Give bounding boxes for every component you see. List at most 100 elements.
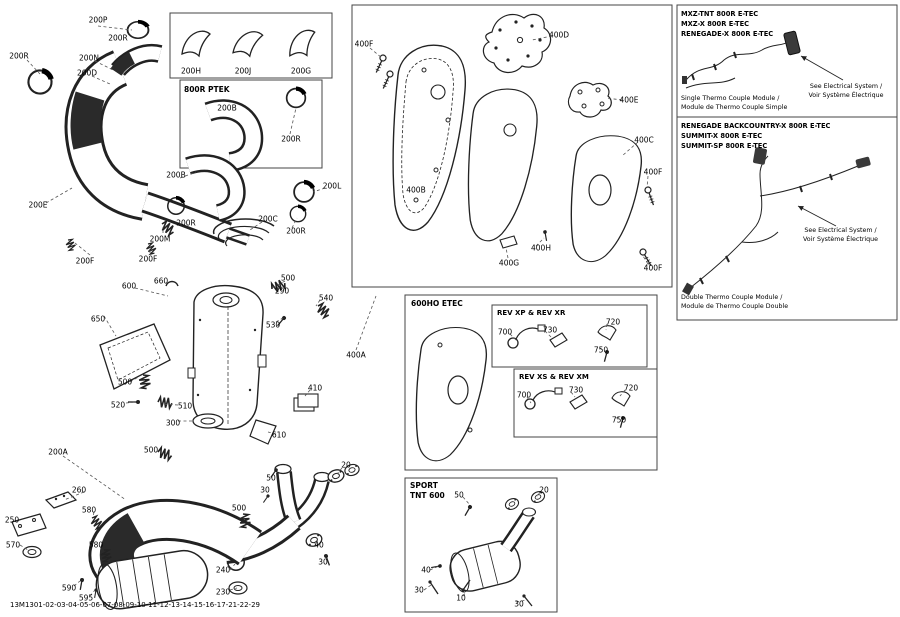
part-ref-label: 600	[121, 281, 137, 291]
part-ref-label: 400A	[346, 350, 366, 360]
part-ref-label: 250	[4, 515, 20, 525]
single-module-model-list: MXZ-TNT 800R E-TEC MXZ-X 800R E-TEC RENE…	[681, 9, 773, 39]
part-ref-label: 200R	[108, 33, 128, 43]
part-ref-label: 700	[497, 327, 513, 337]
part-ref-label: 30	[318, 557, 328, 567]
part-ref-label: 660	[153, 276, 169, 286]
part-ref-label: 570	[5, 540, 21, 550]
section-frames	[169, 4, 898, 613]
part-ref-label: 200P	[88, 15, 108, 25]
part-ref-label: 400F	[354, 39, 374, 49]
part-ref-label: 500	[117, 377, 133, 387]
part-ref-label: 200L	[322, 181, 342, 191]
sport-title-line2: TNT 600	[410, 491, 445, 500]
sport-title-line1: SPORT	[410, 481, 438, 490]
part-ref-label: 200B	[166, 170, 186, 180]
part-ref-label: 200G	[290, 66, 312, 76]
part-ref-label: 200N	[79, 53, 99, 63]
bracket-wedges	[181, 28, 319, 59]
model-name: SUMMIT-SP 800R E-TEC	[681, 142, 768, 150]
part-ref-label: 650	[90, 314, 106, 324]
note-line1: See Electrical System /	[809, 83, 883, 90]
part-ref-label: 750	[611, 415, 627, 425]
part-ref-label: 200R	[281, 134, 301, 144]
part-ref-label: 500	[280, 273, 296, 283]
model-name: MXZ-TNT 800R E-TEC	[681, 10, 759, 18]
model-name: RENEGADE BACKCOUNTRY-X 800R E-TEC	[681, 122, 831, 130]
part-ref-label: 200F	[138, 254, 158, 264]
part-ref-label: 200R	[9, 51, 29, 61]
sport-muffler	[428, 488, 547, 607]
part-ref-label: 400F	[643, 167, 663, 177]
drawing-number: 13M1301-02-03-04-05-06-07-08-09-10-11-12…	[10, 601, 260, 609]
rev-xp-xr-section-title: REV XP & REV XR	[497, 309, 566, 317]
double-module-caption: Double Thermo Couple Module / Module de …	[681, 293, 788, 311]
tuned-pipe-drawing	[64, 44, 250, 246]
part-ref-label: 540	[318, 293, 334, 303]
part-ref-label: 200D	[76, 68, 98, 78]
caption-line1: Double Thermo Couple Module /	[681, 294, 783, 301]
part-ref-label: 230	[215, 587, 231, 597]
part-ref-label: 720	[623, 383, 639, 393]
part-ref-label: 400C	[634, 135, 654, 145]
part-ref-label: 400F	[643, 263, 663, 273]
gasket-panels	[482, 13, 612, 118]
part-ref-label: 240	[215, 565, 231, 575]
part-ref-label: 200B	[217, 103, 237, 113]
part-ref-label: 20	[539, 485, 549, 495]
part-ref-label: 30	[514, 599, 524, 609]
part-ref-label: 730	[568, 385, 584, 395]
note-line2: Voir Système Électrique	[808, 92, 884, 99]
part-ref-label: 400G	[498, 258, 520, 268]
part-ref-label: 260	[71, 485, 87, 495]
sport-section-title: SPORT TNT 600	[410, 481, 445, 501]
part-ref-label: 730	[542, 325, 558, 335]
part-ref-label: 50	[454, 490, 464, 500]
elbow-and-cone	[185, 154, 275, 247]
part-ref-label: 10	[456, 593, 466, 603]
ptek-section-title: 800R PTEK	[184, 85, 230, 94]
model-name: RENEGADE-X 800R E-TEC	[681, 30, 774, 38]
part-ref-label: 200A	[48, 447, 68, 457]
part-ref-label: 400B	[406, 185, 426, 195]
single-thermocouple-harness	[682, 30, 844, 89]
part-ref-label: 200R	[286, 226, 306, 236]
leader-lines	[19, 25, 649, 603]
part-ref-label: 200C	[258, 214, 278, 224]
caption-line1: Single Thermo Couple Module /	[681, 95, 780, 102]
double-module-electrical-note: See Electrical System / Voir Système Éle…	[788, 226, 893, 244]
part-ref-label: 580	[88, 540, 104, 550]
muffler-600-assembly	[99, 277, 333, 445]
rev-xs-xm-section-title: REV XS & REV XM	[519, 373, 589, 381]
bottom-exhaust-assembly	[11, 446, 361, 611]
part-ref-label: 590	[61, 583, 77, 593]
part-ref-label: 610	[271, 430, 287, 440]
single-module-caption: Single Thermo Couple Module / Module de …	[681, 94, 787, 112]
ho-etec-shield	[415, 326, 488, 462]
part-ref-label: 200M	[149, 234, 171, 244]
part-ref-label: 40	[314, 540, 324, 550]
part-ref-label: 300	[165, 418, 181, 428]
part-ref-label: 40	[421, 565, 431, 575]
part-ref-label: 290	[274, 286, 290, 296]
part-ref-label: 510	[177, 401, 193, 411]
part-ref-label: 580	[81, 505, 97, 515]
single-module-electrical-note: See Electrical System / Voir Système Éle…	[798, 82, 894, 100]
shield-screws	[372, 53, 657, 269]
part-ref-label: 400E	[619, 95, 639, 105]
rev-sensor-parts	[507, 324, 631, 429]
part-ref-label: 30	[260, 485, 270, 495]
part-ref-label: 200E	[28, 200, 48, 210]
part-ref-label: 520	[110, 400, 126, 410]
part-ref-label: 410	[307, 383, 323, 393]
part-ref-label: 500	[143, 445, 159, 455]
caption-line2: Module de Thermo Couple Simple	[681, 104, 788, 111]
part-ref-label: 700	[516, 390, 532, 400]
double-thermocouple-harness	[682, 147, 871, 296]
ptek-elbow	[204, 99, 264, 172]
part-ref-label: 400H	[531, 243, 551, 253]
part-ref-label: 200F	[75, 256, 95, 266]
part-ref-label: 530	[265, 320, 281, 330]
